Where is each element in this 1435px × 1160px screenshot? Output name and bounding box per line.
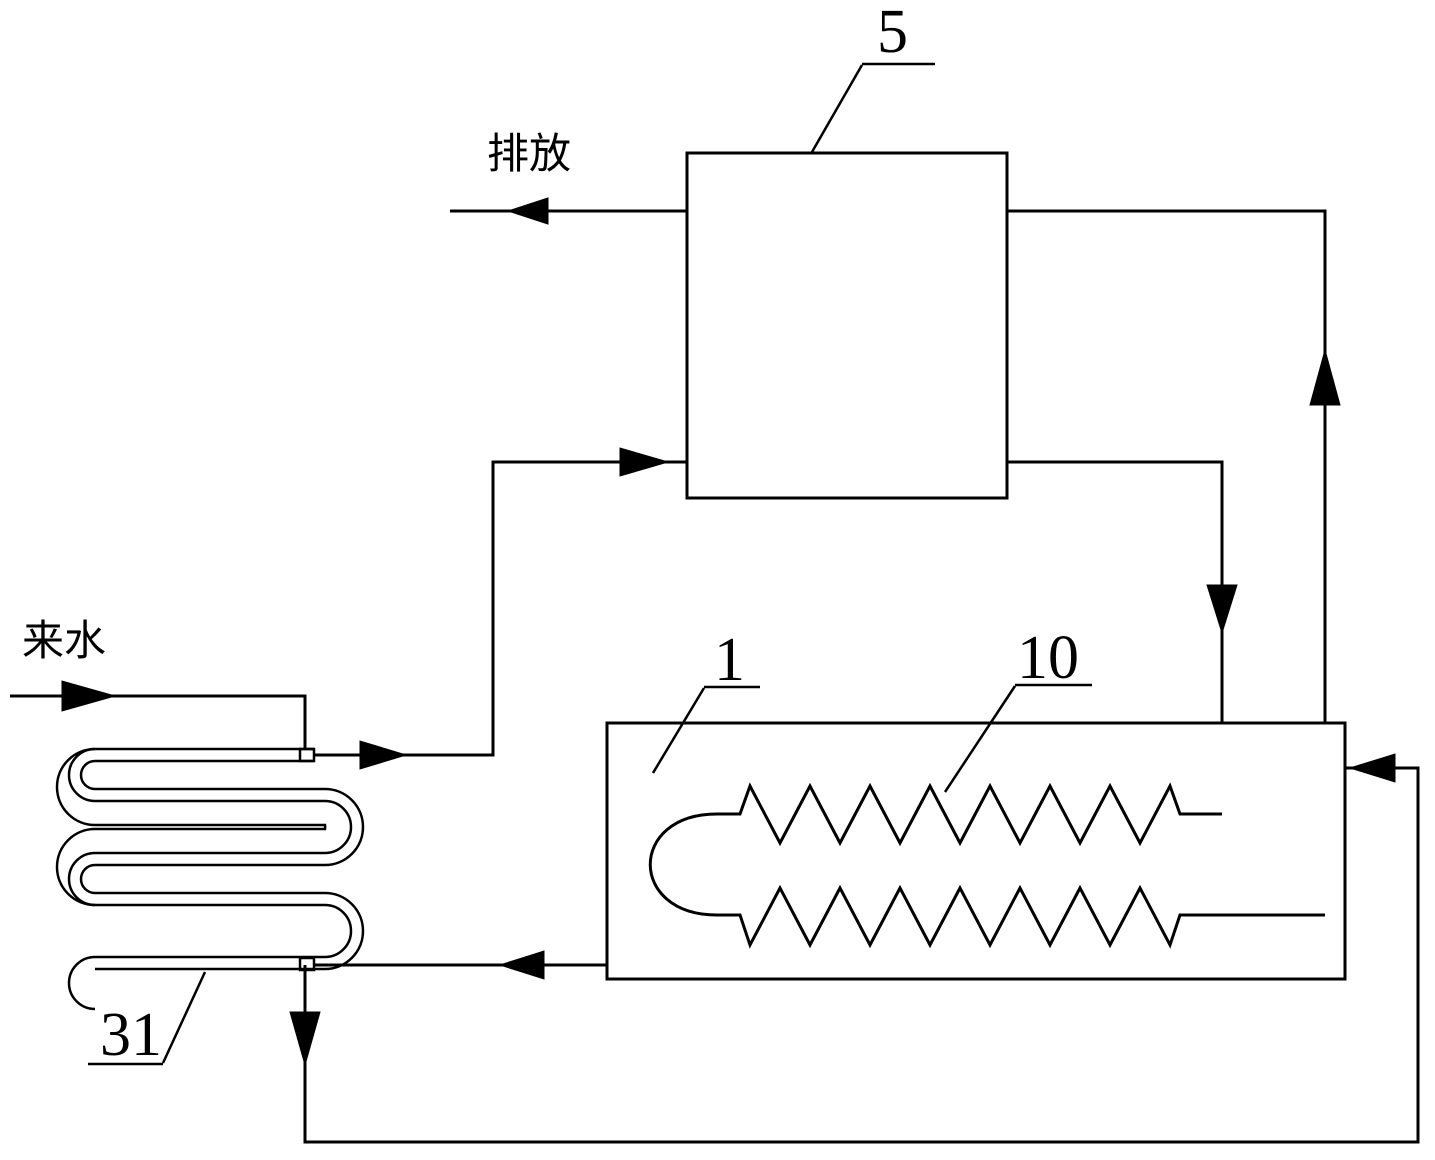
- return-down-arrow: [289, 1011, 321, 1067]
- exchanger-to-coil-pipe: [1007, 460, 1224, 814]
- label-5: 5: [877, 0, 908, 66]
- label-31: 31: [100, 1001, 162, 1069]
- label-1: 1: [714, 626, 745, 694]
- exchanger-box-5: [685, 151, 1009, 500]
- leader-line-31: [161, 971, 207, 1064]
- leader-line-1: [651, 687, 706, 774]
- inlet-water-pipe: [10, 694, 307, 749]
- exchanger-inlet-arrow: [619, 447, 670, 477]
- inlet-water-label: 来水: [22, 616, 106, 665]
- tank-box-1: [605, 721, 1347, 981]
- preheater-outlet-arrow: [359, 740, 408, 770]
- preheater-coil-31: [55, 747, 365, 1011]
- exchanger-to-right-riser-pipe: [1007, 209, 1327, 915]
- discharge-arrow: [506, 197, 549, 225]
- preheater-to-exchanger-pipe: [314, 460, 687, 757]
- inlet-arrow: [61, 680, 117, 712]
- coil-10-upper: [717, 782, 1222, 847]
- tank-outlet-arrow: [498, 950, 545, 980]
- discharge-label: 排放: [487, 129, 571, 178]
- label-10: 10: [1017, 624, 1079, 692]
- coil-10-bend: [648, 812, 718, 917]
- leader-line-10: [943, 685, 1017, 793]
- coil-top-cap: [298, 747, 316, 763]
- tank-inlet-arrow: [1348, 753, 1396, 783]
- riser-up-arrow: [1309, 348, 1341, 406]
- preheater-coil-31-outline: [67, 748, 346, 964]
- coil-10-lower: [717, 884, 1325, 949]
- downflow-arrow: [1206, 584, 1238, 635]
- coil-bottom-cap: [298, 956, 316, 972]
- leader-line-5: [810, 64, 864, 153]
